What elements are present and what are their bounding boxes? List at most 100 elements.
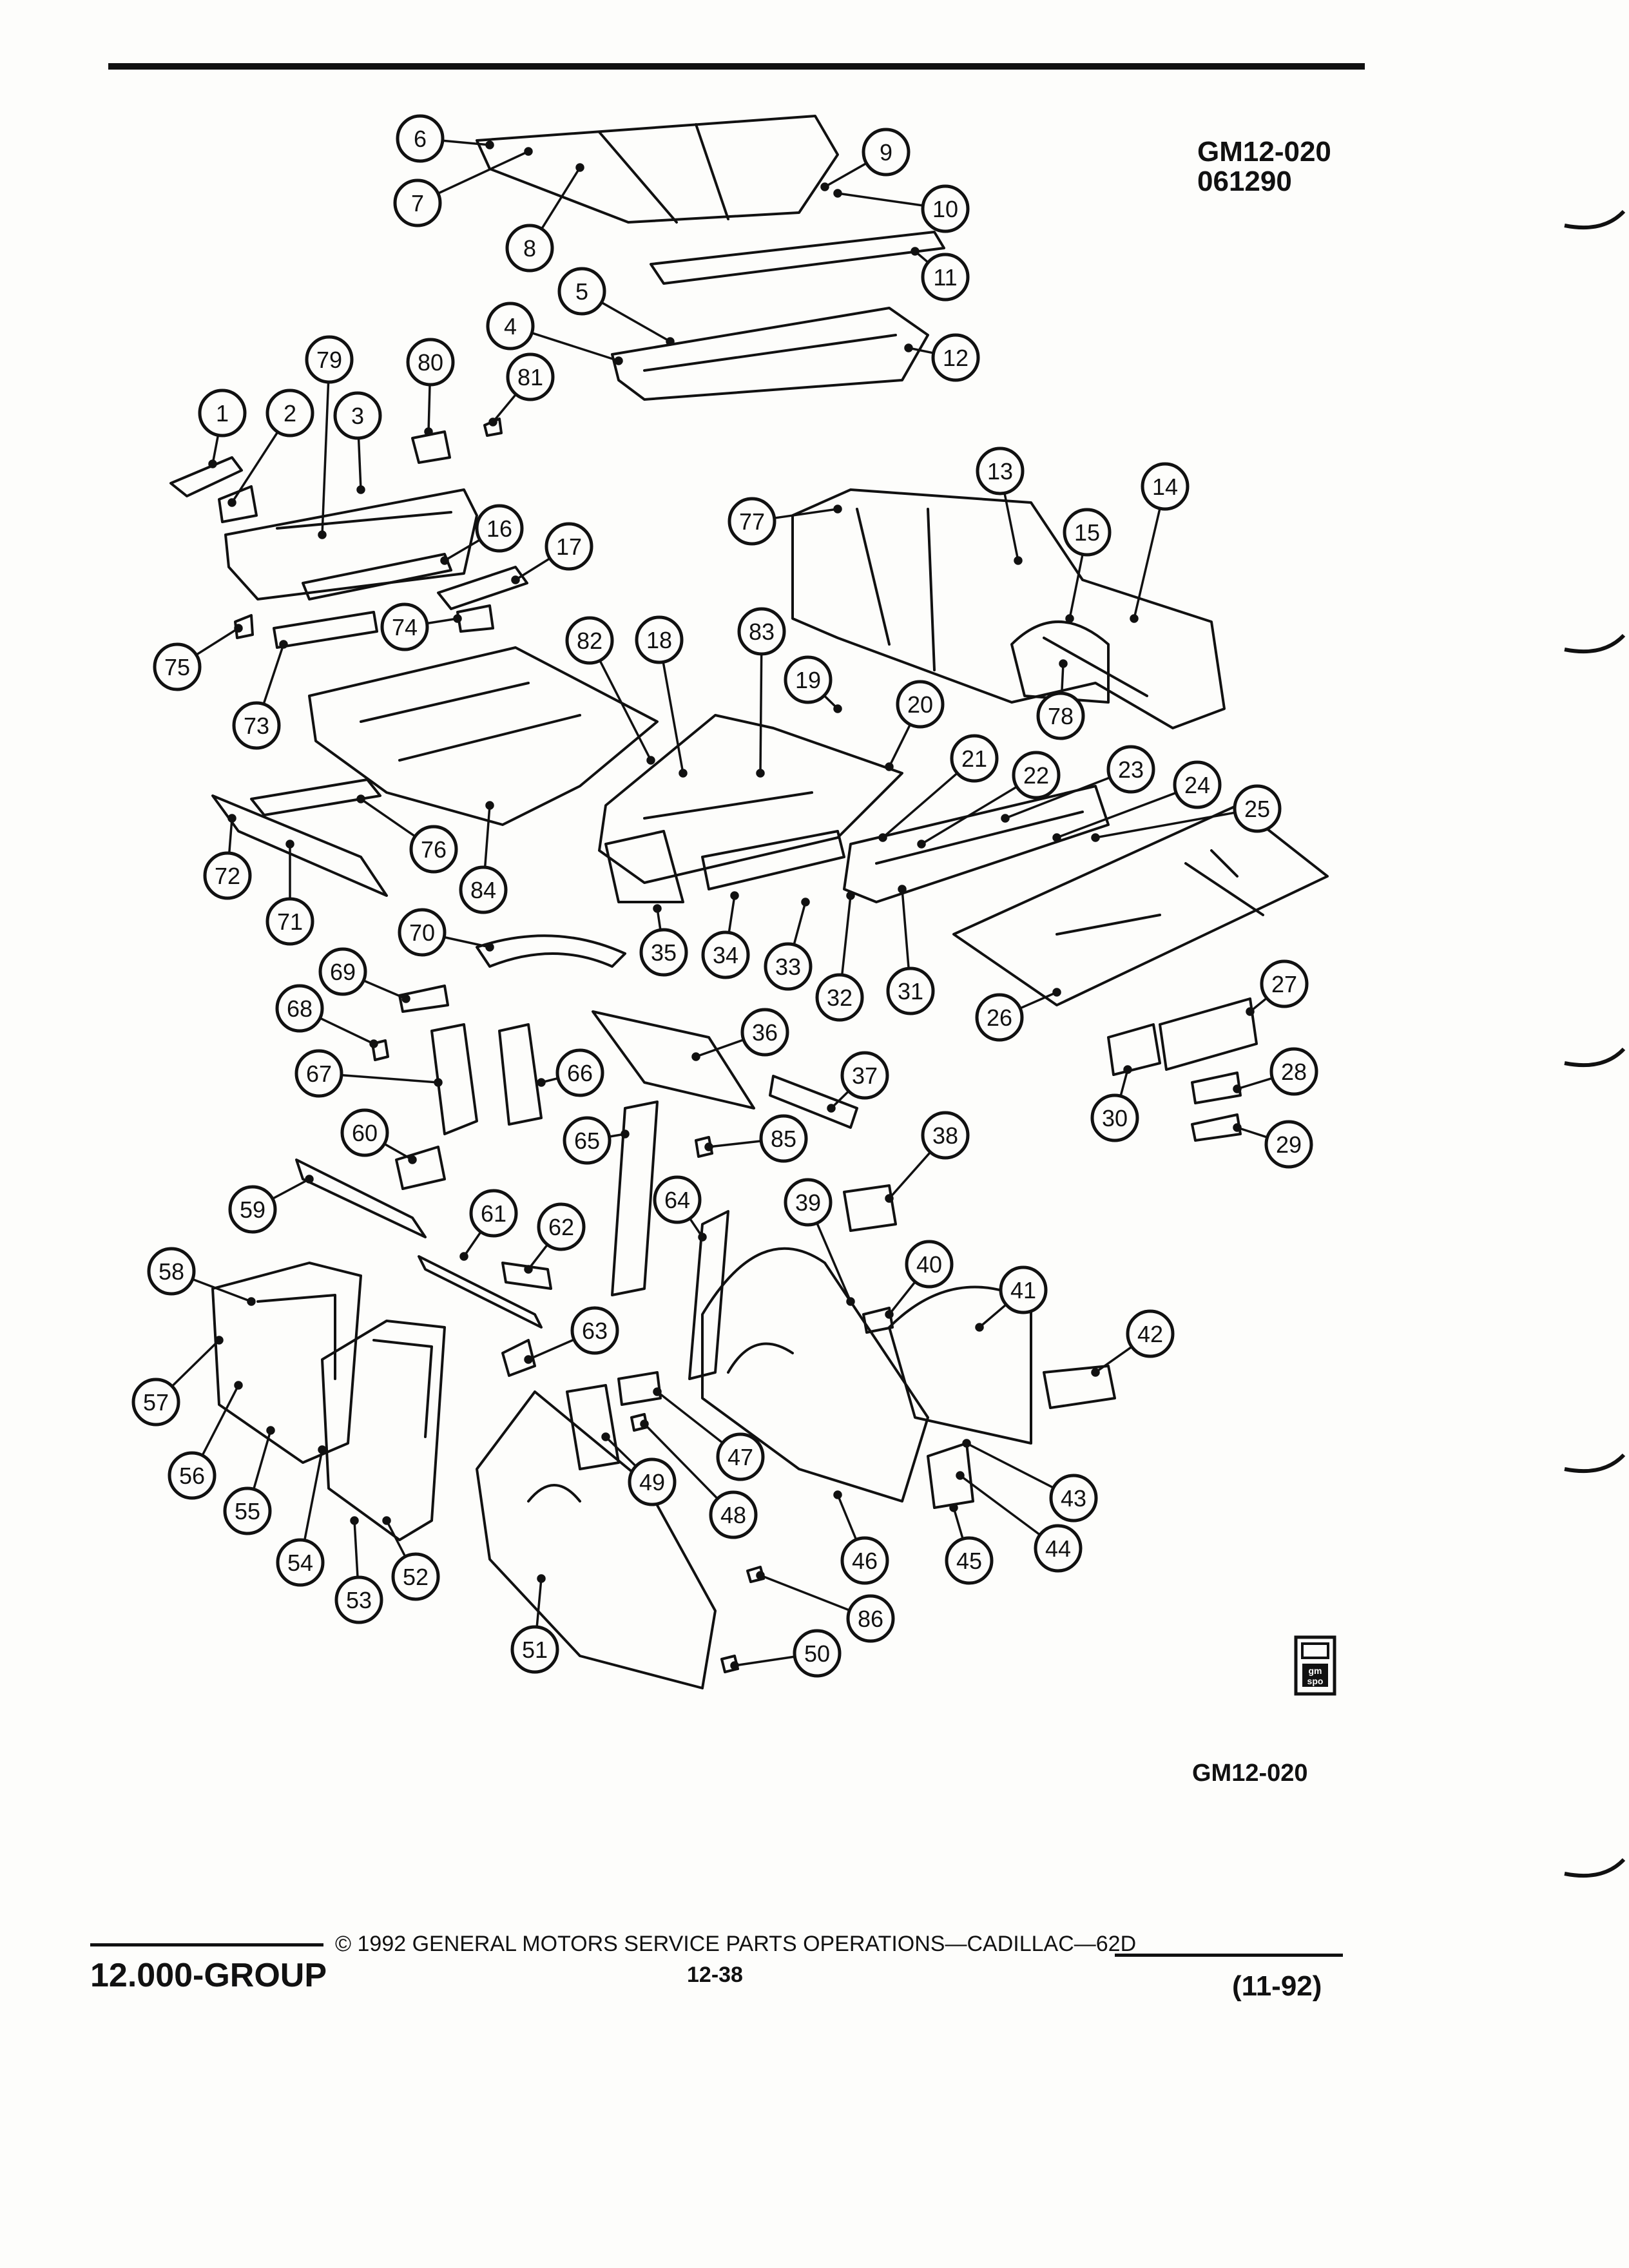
leader-line-15 [1068,553,1084,619]
callout-number: 24 [1184,772,1210,798]
callout-76: 76 [409,825,458,874]
callout-6: 6 [396,114,445,163]
leader-line-53 [353,1520,359,1578]
leader-arrow-74 [453,614,462,623]
callout-23: 23 [1106,745,1155,794]
leader-arrow-29 [1233,1123,1242,1132]
leader-line-14 [1133,508,1161,619]
callout-number: 54 [287,1550,313,1576]
callout-2: 2 [265,389,314,437]
callout-54: 54 [276,1538,325,1587]
callout-number: 68 [287,995,313,1022]
quarter-panel-51 [476,1390,717,1689]
leader-line-6 [442,139,490,146]
panel-45 [927,1442,974,1509]
leader-arrow-40 [885,1310,894,1319]
pillar-66 [498,1023,543,1126]
leader-line-4 [531,332,619,362]
leader-arrow-64 [698,1233,707,1242]
footer-rule-left [90,1943,323,1946]
leader-line-86 [760,1574,851,1611]
leader-arrow-63 [524,1355,533,1364]
wheelhouse-78 [1010,620,1110,704]
leader-line-55 [253,1430,272,1490]
callout-number: 74 [392,614,418,640]
leader-line-48 [643,1423,718,1500]
leader-line-16 [444,539,481,562]
callout-71: 71 [265,897,314,946]
callout-85: 85 [759,1114,808,1163]
leader-line-20 [888,724,912,767]
callout-number: 41 [1010,1277,1036,1303]
rail-61 [418,1255,543,1329]
leader-line-26 [1019,991,1057,1010]
leader-line-79 [321,381,330,535]
callout-number: 50 [804,1640,830,1667]
leader-arrow-76 [356,794,365,803]
callout-number: 62 [548,1214,574,1240]
callout-4: 4 [486,302,535,351]
leader-arrow-85 [704,1142,713,1151]
leader-line-3 [357,437,362,490]
leader-arrow-8 [575,163,584,172]
leader-arrow-31 [898,885,907,894]
rear-body-panel-25 [843,785,1110,903]
leader-arrow-22 [917,840,926,849]
callout-number: 73 [244,713,269,739]
leader-arrow-9 [820,182,829,191]
callout-24: 24 [1173,760,1222,809]
callout-number: 77 [739,508,765,535]
leader-arrow-10 [833,189,842,198]
leader-line-54 [303,1449,323,1541]
callout-number: 66 [567,1060,593,1086]
callout-number: 32 [827,985,853,1011]
callout-number: 8 [523,235,536,262]
callout-77: 77 [728,497,776,546]
leader-line-84 [483,805,491,868]
callout-number: 23 [1118,756,1144,783]
svg-text:spo: spo [1307,1676,1324,1686]
callout-number: 69 [330,959,356,985]
callout-29: 29 [1264,1120,1313,1169]
leader-line-21 [882,772,958,839]
leader-arrow-4 [614,356,623,365]
callout-70: 70 [398,908,447,957]
callout-number: 71 [277,908,303,935]
leader-line-32 [841,895,852,975]
callout-number: 3 [351,403,364,429]
leader-line-82 [599,660,652,761]
leader-arrow-71 [285,840,294,849]
leader-line-70 [443,936,490,948]
callout-number: 35 [651,939,677,966]
callout-62: 62 [537,1202,586,1251]
callout-30: 30 [1090,1093,1139,1142]
leader-arrow-16 [440,556,449,565]
callout-47: 47 [716,1432,765,1481]
callout-5: 5 [557,267,606,316]
leader-arrow-26 [1052,988,1061,997]
gm-spo-logo: gm spo [1294,1635,1336,1696]
leader-line-30 [1119,1069,1129,1097]
callout-number: 15 [1074,519,1100,546]
leader-arrow-62 [524,1265,533,1274]
callout-number: 19 [795,667,821,693]
leader-line-77 [774,508,838,519]
callout-40: 40 [905,1240,954,1289]
leader-arrow-49 [601,1432,610,1441]
callout-number: 47 [728,1444,753,1470]
callout-10: 10 [921,184,970,233]
toe-bracket-73 [273,611,378,649]
svg-text:gm: gm [1309,1666,1322,1676]
leader-line-60 [383,1142,413,1161]
callout-49: 49 [628,1457,677,1506]
leader-arrow-32 [846,891,855,900]
leader-line-25 [1095,811,1235,839]
leader-line-47 [656,1390,724,1444]
leader-line-40 [888,1281,916,1316]
callout-number: 21 [961,745,987,772]
callout-43: 43 [1049,1474,1098,1523]
callout-number: 16 [487,515,512,542]
callout-45: 45 [945,1536,994,1585]
callout-12: 12 [931,333,980,382]
